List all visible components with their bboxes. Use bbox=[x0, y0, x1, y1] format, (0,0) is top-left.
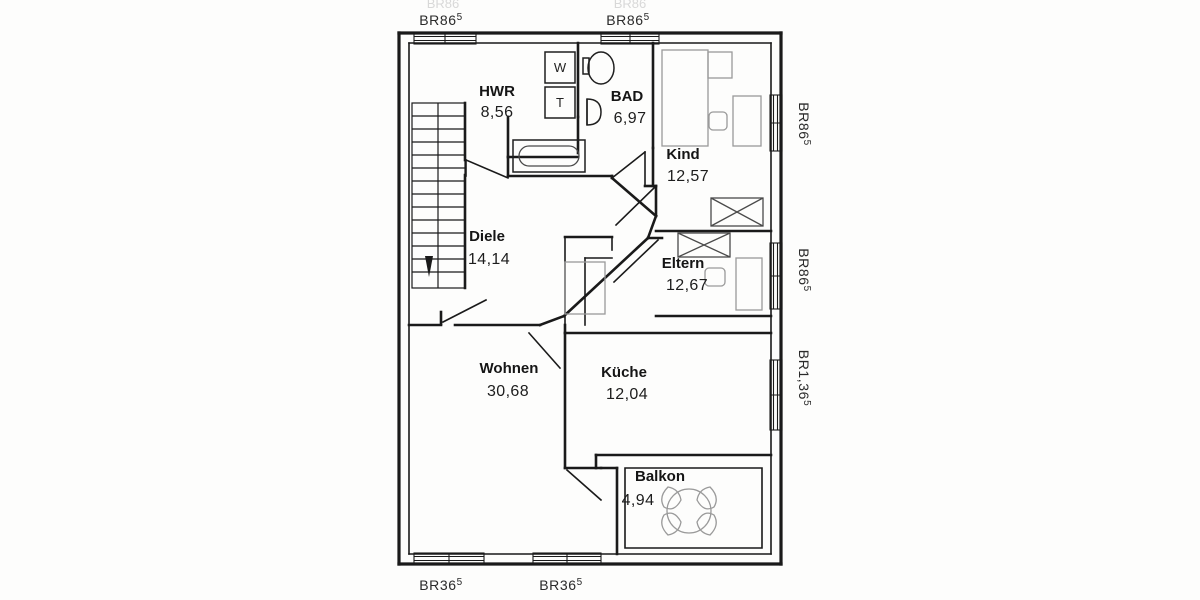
window-top-right bbox=[600, 32, 660, 45]
svg-text:BR86: BR86 bbox=[614, 0, 647, 11]
balkon-furniture bbox=[661, 486, 717, 536]
dimension-top-right: BR865 bbox=[606, 12, 650, 28]
dimension-top-left: BR865 bbox=[419, 12, 463, 28]
interior-walls-diele bbox=[407, 155, 658, 327]
room-name-balkon: Balkon bbox=[635, 468, 685, 485]
dimension-right-kueche: BR1,365 bbox=[796, 350, 812, 406]
room-area-hwr: 8,56 bbox=[481, 104, 514, 121]
room-area-kind: 12,57 bbox=[667, 168, 709, 185]
window-bottom-right bbox=[532, 552, 602, 565]
room-area-balkon: 4,94 bbox=[622, 492, 655, 509]
dim-right-eltern-base: BR86 bbox=[796, 248, 812, 285]
room-label-balkon: Balkon 4,94 bbox=[622, 468, 685, 509]
dimension-bottom-right: BR365 bbox=[539, 577, 583, 593]
dim-bottom-left-base: BR36 bbox=[419, 577, 456, 593]
room-label-kueche: Küche 12,04 bbox=[601, 364, 648, 403]
window-bottom-left bbox=[413, 552, 485, 565]
dim-top-left-sup: 5 bbox=[457, 12, 463, 23]
svg-text:BR865: BR865 bbox=[419, 12, 463, 28]
svg-text:BR865: BR865 bbox=[606, 12, 650, 28]
washer-dryer-stack: W T bbox=[544, 51, 576, 119]
dimension-labels: BR865 BR865 BR865 BR865 bbox=[419, 12, 812, 593]
bathtub-fixture bbox=[512, 139, 586, 173]
washer-label: W bbox=[554, 60, 567, 75]
dim-top-right-sup: 5 bbox=[644, 12, 650, 23]
dimension-bottom-left: BR365 bbox=[419, 577, 463, 593]
room-area-bad: 6,97 bbox=[614, 110, 647, 127]
room-name-bad: BAD bbox=[611, 88, 644, 105]
svg-text:BR365: BR365 bbox=[419, 577, 463, 593]
stair-down-arrow bbox=[425, 256, 433, 277]
window-right-kind bbox=[769, 94, 783, 152]
sink-fixture bbox=[586, 98, 602, 126]
room-name-diele: Diele bbox=[469, 228, 505, 245]
dim-top-left-base: BR86 bbox=[419, 12, 456, 28]
window-top-left bbox=[413, 32, 477, 45]
door-eltern bbox=[612, 236, 664, 284]
dim-right-kind-base: BR86 bbox=[796, 102, 812, 139]
dryer-label: T bbox=[556, 95, 564, 110]
dim-top-right-base: BR86 bbox=[606, 12, 643, 28]
room-name-eltern: Eltern bbox=[662, 255, 705, 272]
svg-text:BR865: BR865 bbox=[796, 248, 812, 292]
scan-artifact-top: BR86 BR86 bbox=[427, 0, 647, 11]
svg-text:BR1,365: BR1,365 bbox=[796, 350, 812, 406]
dim-right-eltern-sup: 5 bbox=[801, 286, 812, 292]
door-balkon bbox=[565, 468, 603, 502]
dim-bottom-left-sup: 5 bbox=[457, 577, 463, 588]
room-area-eltern: 12,67 bbox=[666, 277, 708, 294]
window-right-eltern bbox=[769, 242, 783, 310]
room-name-hwr: HWR bbox=[479, 83, 515, 100]
door-kind bbox=[614, 184, 658, 227]
room-name-kind: Kind bbox=[666, 146, 699, 163]
interior-walls-lower bbox=[563, 323, 773, 556]
interior-walls-upper bbox=[506, 41, 658, 218]
room-area-wohnen: 30,68 bbox=[487, 383, 529, 400]
door-bad bbox=[610, 150, 647, 187]
kind-furniture bbox=[661, 49, 764, 227]
room-labels: HWR 8,56 BAD 6,97 Kind 12,57 Eltern 12,6… bbox=[468, 83, 709, 509]
dim-right-kind-sup: 5 bbox=[801, 140, 812, 146]
dim-right-kueche-base: BR1,36 bbox=[796, 350, 812, 400]
svg-text:BR365: BR365 bbox=[539, 577, 583, 593]
room-area-diele: 14,14 bbox=[468, 251, 510, 268]
room-label-wohnen: Wohnen 30,68 bbox=[480, 360, 539, 400]
door-hwr bbox=[464, 158, 510, 180]
svg-text:BR865: BR865 bbox=[796, 102, 812, 146]
door-wohnen bbox=[439, 298, 488, 326]
room-label-hwr: HWR 8,56 bbox=[479, 83, 515, 121]
room-label-bad: BAD 6,97 bbox=[611, 88, 647, 127]
dim-bottom-right-base: BR36 bbox=[539, 577, 576, 593]
room-label-diele: Diele 14,14 bbox=[468, 228, 510, 268]
toilet-fixture bbox=[582, 51, 615, 85]
eltern-furniture bbox=[564, 232, 763, 315]
dim-bottom-right-sup: 5 bbox=[577, 577, 583, 588]
room-area-kueche: 12,04 bbox=[606, 386, 648, 403]
dimension-right-kind: BR865 bbox=[796, 102, 812, 146]
door-kueche bbox=[527, 331, 562, 370]
room-name-kueche: Küche bbox=[601, 364, 647, 381]
room-label-kind: Kind 12,57 bbox=[666, 146, 709, 185]
staircase bbox=[411, 101, 467, 290]
window-right-kueche bbox=[769, 359, 783, 431]
svg-text:BR86: BR86 bbox=[427, 0, 460, 11]
room-name-wohnen: Wohnen bbox=[480, 360, 539, 377]
dim-right-kueche-sup: 5 bbox=[801, 400, 812, 406]
room-label-eltern: Eltern 12,67 bbox=[662, 255, 708, 294]
dimension-right-eltern: BR865 bbox=[796, 248, 812, 292]
